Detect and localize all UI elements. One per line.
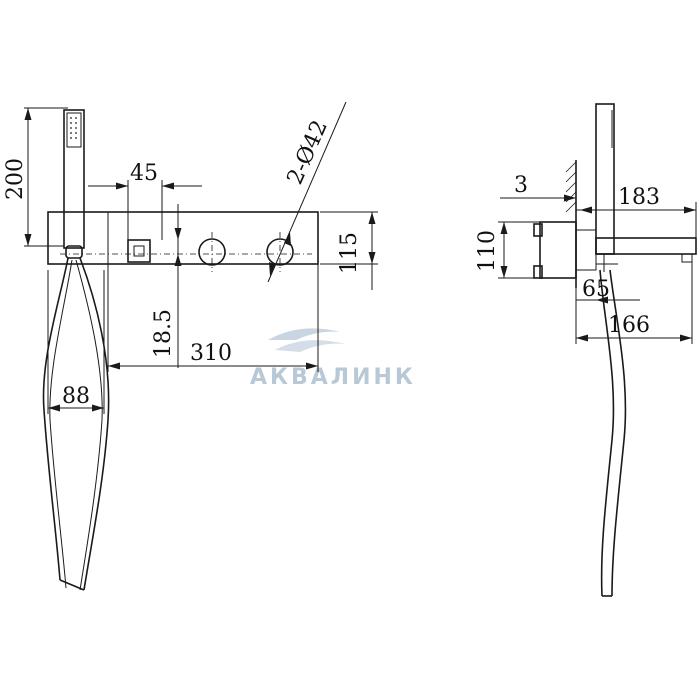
side-valve-body <box>539 221 577 279</box>
diverter-knob <box>127 239 151 263</box>
dim-110-arrow-top <box>500 222 508 234</box>
hose-right-line <box>79 257 110 591</box>
hand-shower-head <box>66 112 82 148</box>
dim-45-arrow-right <box>162 182 174 190</box>
dim-110-label: 110 <box>475 230 500 272</box>
dim-183-arrow-left <box>580 206 592 214</box>
hose-left-line <box>42 257 69 581</box>
side-hand-shower <box>595 103 615 255</box>
dim-166-arrow-left <box>576 334 588 342</box>
hose-end <box>59 579 85 591</box>
handle-circle-1 <box>198 238 226 266</box>
dim-88-arrow-left <box>48 404 60 412</box>
watermark: АКВАЛИНК <box>250 328 416 390</box>
diverter-knob-inner <box>133 245 145 257</box>
dim-18-5-arrow-bottom <box>174 254 182 266</box>
dim-115-label: 115 <box>337 232 362 274</box>
dim-45-arrow-left <box>116 182 128 190</box>
side-hose-right <box>609 269 627 597</box>
wall-hatching <box>565 161 577 213</box>
dim-65-arrow <box>596 296 608 304</box>
dim-115-arrow-bottom <box>368 252 376 264</box>
dim-holes-label: 2-Ø42 <box>283 117 333 189</box>
dim-3-arrow <box>564 194 576 202</box>
side-mount-plate <box>575 229 597 271</box>
watermark-text: АКВАЛИНК <box>250 365 416 390</box>
hose-inner-right <box>75 259 103 591</box>
dim-65-label: 65 <box>582 277 610 302</box>
side-valve-pipe-top <box>533 223 543 237</box>
dim-310-arrow-right <box>306 362 318 370</box>
dim-110-arrow-bottom <box>500 266 508 278</box>
dim-183-arrow-right <box>684 206 696 214</box>
handle-circle-2 <box>266 238 294 266</box>
dim-310-arrow-left <box>108 362 120 370</box>
dim-holes-arrow-1 <box>284 232 291 246</box>
hand-shower-nozzles <box>70 117 77 139</box>
side-spout <box>595 237 697 255</box>
front-view: 200 45 2-Ø42 115 18.5 310 <box>3 101 378 591</box>
dim-holes-arrow-2 <box>269 262 276 276</box>
dim-18-5-label: 18.5 <box>151 309 176 358</box>
dim-200-arrow-bottom <box>24 234 32 246</box>
watermark-wave-icon-2 <box>275 340 345 352</box>
watermark-wave-icon <box>268 328 340 340</box>
front-panel-outline <box>47 211 319 265</box>
dim-310-label: 310 <box>190 341 232 366</box>
side-view: 3 183 110 65 166 <box>475 103 697 597</box>
dim-88-label: 88 <box>62 384 90 409</box>
dim-183-label: 183 <box>618 185 660 210</box>
dim-88-arrow-right <box>92 404 104 412</box>
dim-166-arrow-right <box>680 334 692 342</box>
dim-166-label: 166 <box>608 313 650 338</box>
dim-18-5-arrow-top <box>174 228 182 240</box>
hand-shower-holder <box>65 245 83 259</box>
dim-holes-leader <box>267 101 347 283</box>
dim-115-arrow-top <box>368 212 376 224</box>
side-hose-left <box>599 269 615 597</box>
side-spout-outlet <box>681 253 693 263</box>
hose-inner-left <box>49 259 73 589</box>
dim-200-arrow-top <box>24 108 32 120</box>
hand-shower-body <box>63 109 85 249</box>
dim-3-label: 3 <box>514 173 528 198</box>
dim-45-label: 45 <box>130 161 158 186</box>
dim-200-label: 200 <box>3 158 28 200</box>
